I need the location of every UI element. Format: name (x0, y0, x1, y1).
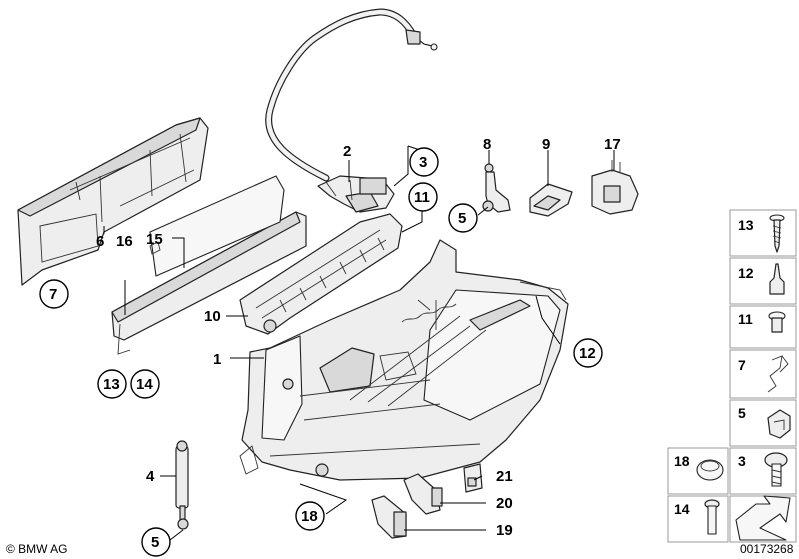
legend-13-screw (769, 214, 785, 253)
part-4-gas-strut (175, 440, 189, 530)
callout-10: 10 (204, 308, 221, 325)
callout-5a-ring: 5 (448, 203, 478, 233)
image-number: 00173268 (740, 542, 794, 556)
part-3-spring-detail (401, 303, 457, 323)
legend-11-clip (768, 311, 786, 333)
callout-19: 19 (496, 522, 513, 539)
fastener-legend: 13 12 11 7 5 18 3 14 (667, 209, 797, 543)
legend-12-buffer (769, 263, 785, 295)
callout-18: 18 (301, 508, 318, 525)
legend-5: 5 (738, 405, 746, 421)
legend-3: 3 (738, 453, 746, 469)
callout-13-ring: 13 (97, 369, 127, 399)
part-21-cap (463, 463, 483, 493)
part-2-lock-mechanism (317, 175, 395, 213)
legend-3-bolt (764, 452, 788, 487)
legend-12: 12 (738, 265, 754, 281)
callout-5-clip: 5 (458, 210, 466, 227)
callout-15: 15 (146, 231, 163, 248)
callout-20: 20 (496, 495, 513, 512)
legend-18: 18 (674, 453, 690, 469)
release-cable (265, 8, 438, 182)
legend-13: 13 (738, 217, 754, 233)
part-10-hinge-bracket (239, 213, 403, 335)
callout-6: 6 (96, 233, 104, 250)
callout-5-strut: 5 (151, 534, 159, 551)
callout-16: 16 (116, 233, 133, 250)
part-20-bracket (403, 473, 443, 515)
callout-12-ring: 12 (573, 338, 603, 368)
part-19-striker (371, 495, 407, 539)
legend-18-cap (696, 459, 724, 481)
callout-14-ring: 14 (130, 369, 160, 399)
copyright: © BMW AG (6, 542, 68, 556)
leader-lines (103, 145, 615, 541)
legend-7: 7 (738, 357, 746, 373)
callout-14: 14 (136, 376, 153, 393)
part-17-cover-clip (591, 160, 639, 215)
callout-1: 1 (213, 351, 221, 368)
callout-3: 3 (419, 154, 427, 171)
part-8-clip (482, 163, 511, 213)
part-9-latch (529, 183, 573, 217)
legend-11: 11 (738, 311, 753, 327)
callout-18-ring: 18 (295, 501, 325, 531)
part-1-glove-box-housing (239, 239, 569, 481)
callout-4: 4 (146, 468, 155, 485)
callout-9: 9 (542, 136, 550, 153)
callout-2: 2 (343, 143, 351, 160)
callout-13: 13 (103, 376, 120, 393)
callout-12: 12 (579, 345, 596, 362)
legend-14: 14 (674, 501, 690, 517)
callout-11: 11 (414, 189, 430, 206)
legend-7-spring-clip (767, 355, 789, 393)
callout-8: 8 (483, 136, 491, 153)
callout-7: 7 (49, 286, 57, 303)
callout-21: 21 (496, 468, 513, 485)
callout-11-ring: 11 (408, 182, 438, 212)
view-direction-arrow-icon (735, 495, 791, 541)
callout-7-ring: 7 (39, 279, 69, 309)
callout-5b-ring: 5 (141, 527, 171, 557)
part-16-trim-strip (111, 211, 307, 355)
legend-5-clip (767, 409, 791, 439)
legend-14-screw (704, 499, 720, 535)
callout-3-ring: 3 (409, 147, 439, 177)
callout-17: 17 (604, 136, 621, 153)
part-7-trim-panel (17, 117, 209, 286)
callout-labels: 1 2 3 4 5 5 6 7 8 9 10 11 12 (39, 136, 621, 557)
